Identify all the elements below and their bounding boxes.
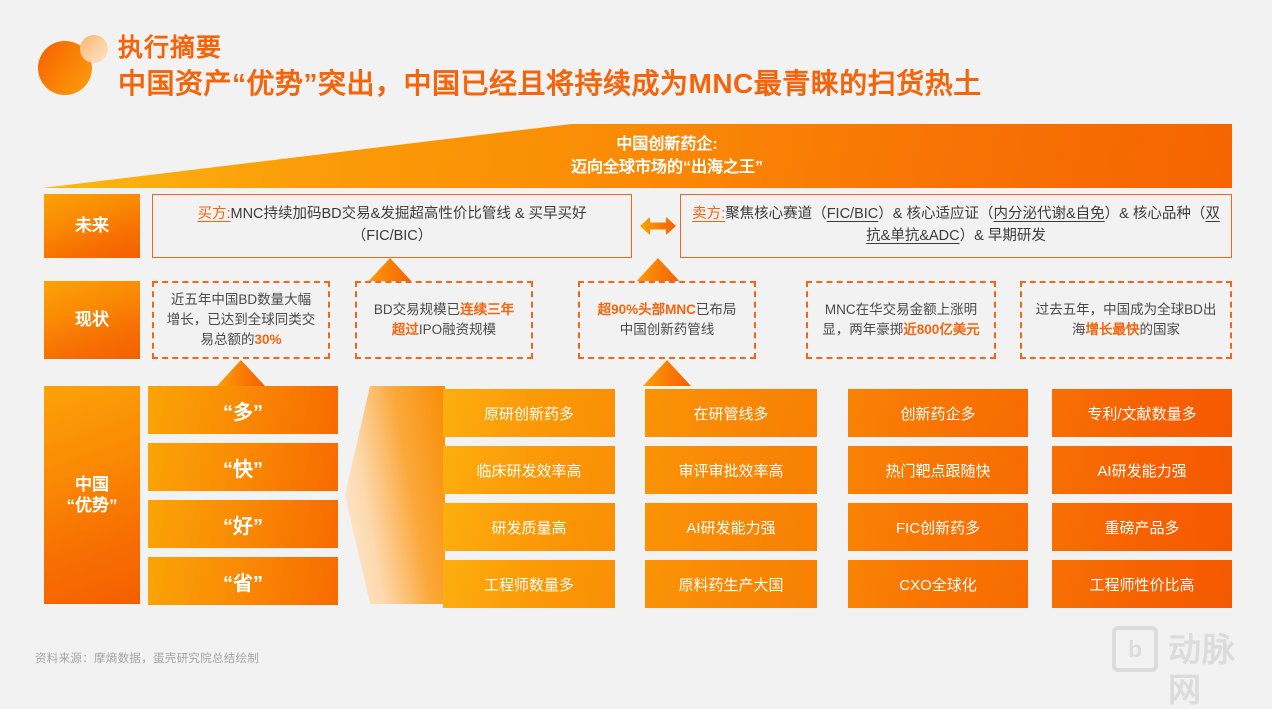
watermark-logo-icon: b <box>1112 626 1158 672</box>
advantage-cell-3-1: 原料药生产大国 <box>645 560 817 608</box>
future-buyer-box: 买方:MNC持续加码BD交易&发掘超高性价比管线 & 买早买好（FIC/BIC） <box>152 194 632 258</box>
future-buyer-text: 买方:MNC持续加码BD交易&发掘超高性价比管线 & 买早买好（FIC/BIC） <box>163 204 621 248</box>
current-box-3-text: 超90%头部MNC已布局中国创新药管线 <box>592 300 742 341</box>
advantage-key-0: “多” <box>148 386 338 434</box>
row-label-current: 现状 <box>44 281 140 359</box>
advantage-cell-2-1: AI研发能力强 <box>645 503 817 551</box>
advantage-cell-0-2: 创新药企多 <box>848 389 1028 437</box>
seller-seg-4: ）& 早期研发 <box>959 228 1046 244</box>
c5-post: 的国家 <box>1139 322 1181 337</box>
advantage-cell-0-3: 专利/文献数量多 <box>1052 389 1232 437</box>
up-triangle-icon <box>366 258 414 284</box>
advantage-label-line-1: 中国 <box>75 474 109 494</box>
advantage-cell-2-3: 重磅产品多 <box>1052 503 1232 551</box>
current-box-2: BD交易规模已连续三年超过IPO融资规模 <box>355 281 533 359</box>
c4-pre: MNC在华交易金额上涨明显，两年豪掷 <box>822 301 978 337</box>
future-seller-box: 卖方:聚焦核心赛道（FIC/BIC）& 核心适应证（内分泌代谢&自免）& 核心品… <box>680 194 1232 258</box>
advantage-key-1: “快” <box>148 443 338 491</box>
up-triangle-icon <box>217 360 265 386</box>
current-box-1: 近五年中国BD数量大幅增长，已达到全球同类交易总额的30% <box>152 281 330 359</box>
up-triangle-icon <box>643 360 691 386</box>
brand-dual-circle-icon <box>36 31 112 97</box>
advantage-key-3: “省” <box>148 557 338 605</box>
current-box-1-text: 近五年中国BD数量大幅增长，已达到全球同类交易总额的30% <box>166 290 316 351</box>
watermark-text: 动脉网 <box>1168 631 1236 708</box>
seller-underline-3: 双抗&单抗&ADC <box>866 206 1220 244</box>
buyer-prefix: 买方: <box>197 206 231 223</box>
c5-highlight: 增长最快 <box>1085 322 1140 337</box>
banner-text: 中国创新药企: 迈向全球市场的“出海之王” <box>42 124 1232 188</box>
advantage-cell-1-2: 热门靶点跟随快 <box>848 446 1028 494</box>
c3-post: 已布局中国创新药管线 <box>619 301 737 337</box>
advantage-label-line-2: “优势” <box>66 496 118 515</box>
advantage-cell-2-2: FIC创新药多 <box>848 503 1028 551</box>
up-triangle-icon <box>634 258 682 284</box>
seller-prefix: 卖方: <box>692 206 726 223</box>
advantage-cell-1-3: AI研发能力强 <box>1052 446 1232 494</box>
watermark: b 动脉网 <box>1112 622 1260 708</box>
current-box-5-text: 过去五年，中国成为全球BD出海增长最快的国家 <box>1034 300 1218 341</box>
advantage-cell-2-0: 研发质量高 <box>443 503 615 551</box>
current-box-3: 超90%头部MNC已布局中国创新药管线 <box>578 281 756 359</box>
source-note: 资料来源：摩熵数据，蛋壳研究院总结绘制 <box>35 653 260 665</box>
seller-underline-1: FIC/BIC <box>826 206 879 223</box>
current-box-4: MNC在华交易金额上涨明显，两年豪掷近800亿美元 <box>806 281 996 359</box>
current-box-5: 过去五年，中国成为全球BD出海增长最快的国家 <box>1020 281 1232 359</box>
seller-seg-2: ）& 核心适应证（ <box>878 206 994 223</box>
current-box-4-text: MNC在华交易金额上涨明显，两年豪掷近800亿美元 <box>820 300 982 341</box>
c5-pre: 过去五年，中国成为全球BD出海 <box>1035 301 1217 337</box>
page-subtitle: 中国资产“优势”突出，中国已经且将持续成为MNC最青睐的扫货热土 <box>118 68 982 99</box>
c2-pre: BD交易规模已 <box>373 301 461 317</box>
page-title: 执行摘要 <box>118 34 223 62</box>
future-seller-text: 卖方:聚焦核心赛道（FIC/BIC）& 核心适应证（内分泌代谢&自免）& 核心品… <box>691 204 1221 248</box>
advantage-cell-1-1: 审评审批效率高 <box>645 446 817 494</box>
c4-highlight: 近800亿美元 <box>903 322 980 337</box>
c3-highlight: 超90%头部MNC <box>597 301 696 317</box>
advantage-cell-3-0: 工程师数量多 <box>443 560 615 608</box>
c1-highlight: 30% <box>254 332 282 348</box>
row-label-future: 未来 <box>44 194 140 258</box>
banner: 中国创新药企: 迈向全球市场的“出海之王” <box>42 124 1232 188</box>
c1-pre: 近五年中国BD数量大幅增长，已达到全球同类交易总额的 <box>166 291 316 348</box>
seller-underline-2: 内分泌代谢&自免 <box>993 206 1105 223</box>
advantage-cell-3-2: CXO全球化 <box>848 560 1028 608</box>
advantage-cell-0-1: 在研管线多 <box>645 389 817 437</box>
double-arrow-icon <box>640 215 676 237</box>
seller-seg-3: ）& 核心品种（ <box>1104 206 1206 223</box>
current-box-2-text: BD交易规模已连续三年超过IPO融资规模 <box>369 300 519 341</box>
advantage-cell-1-0: 临床研发效率高 <box>443 446 615 494</box>
seller-seg-1: 聚焦核心赛道（ <box>725 206 827 223</box>
logo-circle-small <box>80 35 108 63</box>
banner-line-1: 中国创新药企: <box>616 135 718 153</box>
banner-line-2: 迈向全球市场的“出海之王” <box>570 159 763 176</box>
c2-post: IPO融资规模 <box>418 322 497 337</box>
left-chevron-icon <box>345 386 445 604</box>
advantage-cell-0-0: 原研创新药多 <box>443 389 615 437</box>
row-label-advantage: 中国 “优势” <box>44 386 140 604</box>
c2-highlight: 连续三年超过 <box>391 301 515 337</box>
slide-header: 执行摘要 中国资产“优势”突出，中国已经且将持续成为MNC最青睐的扫货热土 <box>0 0 1272 118</box>
buyer-body: MNC持续加码BD交易&发掘超高性价比管线 & 买早买好（FIC/BIC） <box>230 206 587 244</box>
advantage-key-2: “好” <box>148 500 338 548</box>
advantage-cell-3-3: 工程师性价比高 <box>1052 560 1232 608</box>
